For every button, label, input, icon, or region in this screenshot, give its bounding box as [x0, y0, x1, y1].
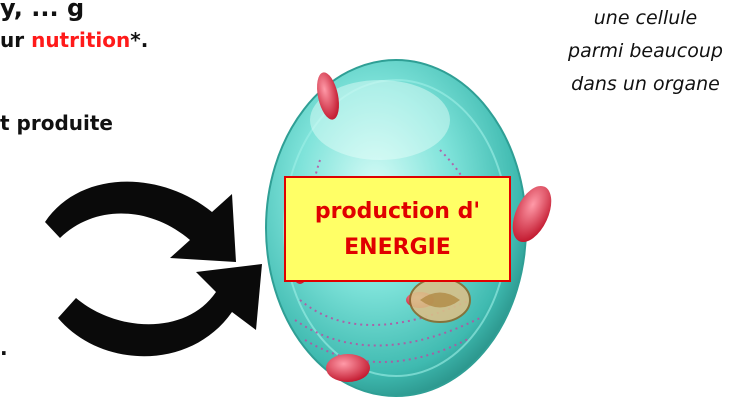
produced-sentence-fragment: t produite — [0, 111, 113, 135]
nutrition-sentence-fragment: ur nutrition*. — [0, 28, 148, 52]
energy-label-line-2: ENERGIE — [344, 235, 451, 260]
sentence-prefix: ur — [0, 28, 32, 52]
energy-production-label: production d' ENERGIE — [284, 176, 511, 282]
trailing-period: . — [0, 336, 8, 360]
nutrition-keyword: nutrition — [31, 28, 131, 52]
energy-label-line-1: production d' — [314, 199, 481, 224]
cell-caption: une cellule parmi beaucoup dans un organ… — [540, 2, 751, 101]
caption-line-2: parmi beaucoup — [568, 40, 723, 62]
caption-line-3: dans un organe — [571, 73, 720, 95]
curved-arrow-lower-icon — [58, 264, 262, 357]
sentence-suffix: *. — [130, 28, 149, 52]
top-text-fragment: y, ... g — [0, 0, 85, 22]
curved-arrow-upper-icon — [45, 181, 236, 262]
caption-line-1: une cellule — [593, 7, 698, 29]
nucleus — [409, 277, 471, 323]
